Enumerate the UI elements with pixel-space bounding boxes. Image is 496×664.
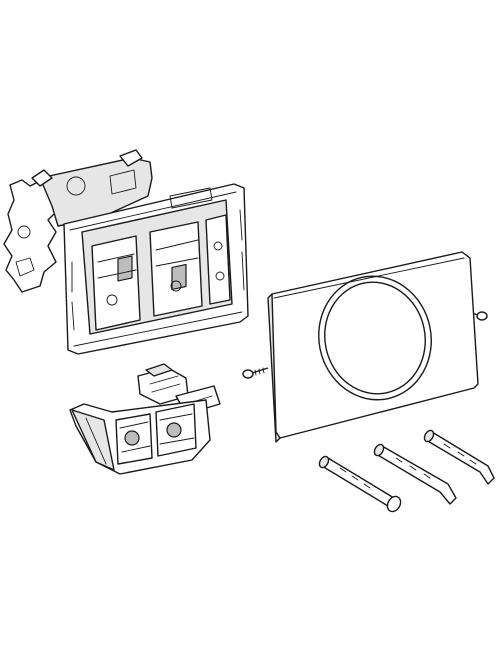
mounting-frame-icon: [3, 149, 249, 355]
actuator-rod-icon: [318, 455, 402, 513]
screw-icon: [242, 367, 269, 379]
actuator-rod-icon: [373, 443, 457, 505]
actuation-module-icon: [69, 363, 221, 475]
actuator-rod-icon: [423, 429, 495, 485]
cover-plate-icon: [267, 251, 479, 443]
